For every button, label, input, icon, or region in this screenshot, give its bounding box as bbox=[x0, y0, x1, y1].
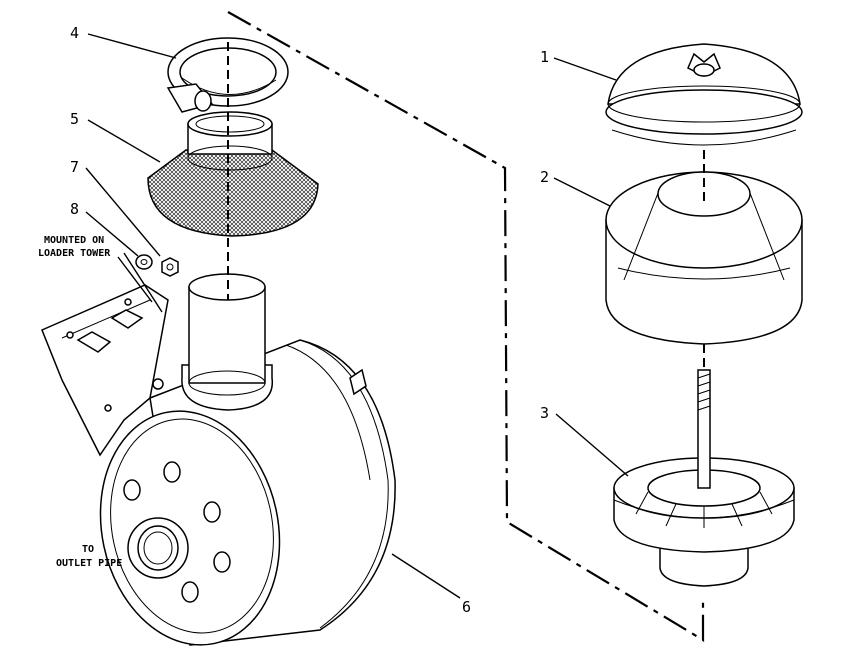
callout-5: 5 bbox=[70, 110, 79, 128]
callout-6: 6 bbox=[462, 598, 471, 616]
note-mounted-line2: LOADER TOWER bbox=[38, 248, 111, 259]
callout-4: 4 bbox=[70, 24, 79, 42]
callout-1: 1 bbox=[540, 48, 549, 66]
part-5-screen bbox=[147, 111, 319, 237]
part-3-base bbox=[613, 369, 795, 587]
part-7-nut bbox=[161, 257, 179, 277]
callout-3: 3 bbox=[540, 404, 549, 422]
mounting-bracket bbox=[41, 284, 169, 457]
note-outlet-line1: TO bbox=[82, 544, 94, 555]
assembly-dash-line bbox=[227, 11, 705, 642]
part-4-clamp bbox=[166, 37, 289, 113]
leader-lines bbox=[85, 33, 629, 599]
callout-8: 8 bbox=[70, 200, 79, 218]
note-mounted-line1: MOUNTED ON bbox=[44, 235, 104, 246]
part-6-housing bbox=[41, 284, 396, 646]
inlet-tube bbox=[181, 273, 273, 411]
callout-2: 2 bbox=[540, 168, 549, 186]
mounted-on-pointer bbox=[117, 252, 163, 313]
callout-7: 7 bbox=[70, 158, 79, 176]
part-1-cover bbox=[605, 43, 803, 146]
part-8-washer bbox=[135, 254, 153, 270]
note-outlet-line2: OUTLET PIPE bbox=[56, 558, 122, 569]
